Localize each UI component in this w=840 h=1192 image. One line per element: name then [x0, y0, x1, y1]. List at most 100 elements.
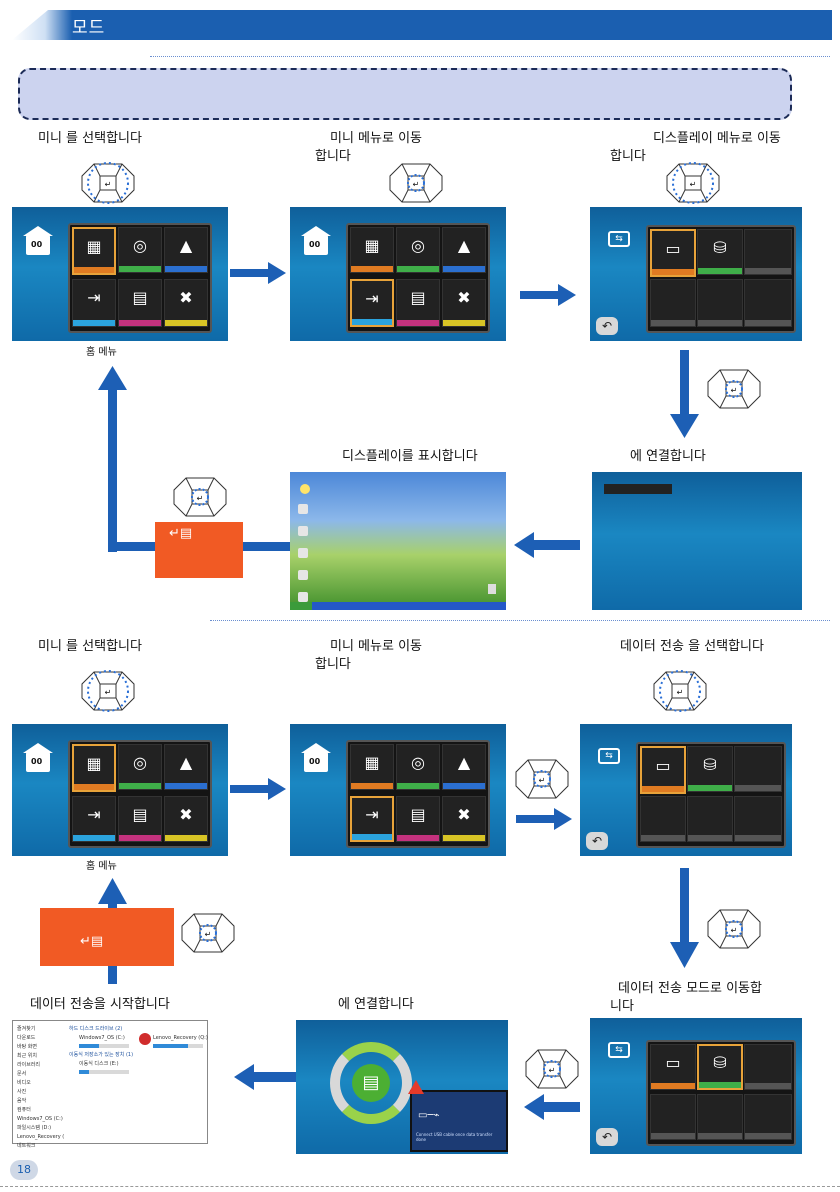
- document-tile: ▤: [396, 796, 440, 842]
- usb-grid: ▭ ⛁: [646, 225, 796, 333]
- empty-tile: [640, 796, 686, 842]
- warning-text: Connect USB cable once data transfer don…: [416, 1132, 493, 1142]
- usb-icon: ⇆: [608, 231, 630, 247]
- screenshot-usb-menu: ⇆ ▭ ⛁ ↶: [580, 724, 792, 856]
- svg-text:↵: ↵: [690, 180, 697, 189]
- drive-icon: ⛁: [713, 237, 727, 257]
- photo-tile: ▲: [164, 744, 208, 790]
- document-tile: ▤: [118, 279, 162, 327]
- document-icon: ▤: [410, 804, 426, 824]
- empty-tile: [744, 229, 792, 275]
- caption-s1-step2: 미니 메뉴로 이동: [330, 131, 422, 146]
- toolbox-tile: ✖: [442, 279, 486, 327]
- remote-dpad-icon: ↵: [706, 366, 762, 412]
- empty-tile: [650, 279, 696, 327]
- screenshot-home-menu-input: ▦ ◎ ▲ ⇥ ▤ ✖: [290, 207, 506, 341]
- drive-label[interactable]: Lenovo_Recovery (Q:): [153, 1035, 208, 1041]
- svg-text:↵: ↵: [549, 1066, 556, 1075]
- caption-s2-step6: 에 연결합니다: [338, 997, 414, 1012]
- svg-text:↵: ↵: [205, 930, 212, 939]
- photo-tile: ▲: [442, 744, 486, 790]
- page-title: 모드: [72, 18, 106, 38]
- empty-tile: [734, 796, 782, 842]
- orange-instruction-box: ↵▤: [40, 908, 174, 966]
- menu-grid: ▦ ◎ ▲ ⇥ ▤ ✖: [346, 740, 490, 848]
- screenshot-data-transfer: ▤ ▭─⌁ Connect USB cable once data transf…: [296, 1020, 508, 1154]
- film-icon: ▦: [86, 753, 102, 773]
- sidebar-item: Lenovo_Recovery (: [17, 1134, 65, 1140]
- film-icon: ▦: [86, 236, 102, 256]
- caption-s1-step3b: 합니다: [610, 149, 646, 164]
- left-arrow: [514, 532, 580, 558]
- sidebar-item: 사진: [17, 1089, 27, 1095]
- photo-icon: ▲: [179, 235, 193, 255]
- photo-icon: ▲: [179, 752, 193, 772]
- menu-grid: ▦ ◎ ▲ ⇥ ▤ ✖: [68, 223, 212, 333]
- dotted-divider: [150, 56, 830, 57]
- music-disc-icon: ◎: [411, 752, 425, 772]
- film-icon: ▦: [364, 752, 380, 772]
- drive-label[interactable]: 이동식 디스크 (E:): [79, 1061, 119, 1067]
- music-tile: ◎: [396, 227, 440, 273]
- dotted-divider: [210, 620, 830, 621]
- screenshot-usb-menu: ⇆ ▭ ⛁ ↶: [590, 207, 802, 341]
- right-arrow: [230, 778, 286, 800]
- screenshot-file-explorer: 즐겨찾기 다운로드 바탕 화면 최근 위치 라이브러리 문서 비디오 사진 음악…: [12, 1020, 208, 1149]
- right-arrow: [516, 808, 572, 830]
- caption-s1-step5: 에 연결합니다: [630, 449, 706, 464]
- sidebar-item: 즐겨찾기: [17, 1026, 36, 1032]
- monitor-icon: ▭: [665, 1052, 681, 1072]
- connector-line: [108, 966, 117, 984]
- svg-text:↵: ↵: [731, 926, 738, 935]
- music-disc-icon: ◎: [133, 235, 147, 255]
- screenshot-home-menu-input: ▦ ◎ ▲ ⇥ ▤ ✖: [290, 724, 506, 856]
- sidebar-item: 네트워크: [17, 1143, 36, 1149]
- up-arrow-connector: [98, 366, 127, 552]
- menu-grid: ▦ ◎ ▲ ⇥ ▤ ✖: [346, 223, 490, 333]
- back-icon: ↶: [586, 832, 608, 850]
- empty-tile: [734, 746, 782, 792]
- sync-document-icon: [330, 1042, 412, 1124]
- document-tile: ▤: [118, 796, 162, 842]
- photo-tile: ▲: [164, 227, 208, 273]
- film-icon: ▦: [364, 235, 380, 255]
- sidebar-item: 컴퓨터: [17, 1107, 31, 1113]
- connector-line: [243, 542, 291, 551]
- film-tile: ▦: [350, 227, 394, 273]
- film-tile: ▦: [350, 744, 394, 790]
- sidebar-item: 다운로드: [17, 1035, 36, 1041]
- return-menu-glyph: ↵▤: [80, 934, 104, 949]
- left-arrow: [234, 1064, 300, 1090]
- input-tile: ⇥: [350, 796, 394, 842]
- home-icon: [23, 226, 53, 255]
- film-tile: ▦: [72, 227, 116, 275]
- back-icon: ↶: [596, 317, 618, 335]
- music-tile: ◎: [396, 744, 440, 790]
- caption-s2-step1: 미니 를 선택합니다: [38, 639, 142, 654]
- data-transfer-tile: ⛁: [697, 1044, 743, 1090]
- taskbar: [290, 602, 506, 610]
- toolbox-icon: ✖: [179, 804, 193, 824]
- input-tile: ⇥: [72, 796, 116, 842]
- toolbox-tile: ✖: [442, 796, 486, 842]
- down-arrow: [670, 868, 699, 968]
- back-icon: ↶: [596, 1128, 618, 1146]
- photo-tile: ▲: [442, 227, 486, 273]
- explorer-sidebar: 즐겨찾기 다운로드 바탕 화면 최근 위치 라이브러리 문서 비디오 사진 음악…: [17, 1025, 65, 1151]
- input-icon: ⇥: [365, 804, 379, 824]
- film-tile: ▦: [72, 744, 116, 792]
- drive-label[interactable]: Windows7_OS (C:): [79, 1035, 125, 1041]
- remote-dpad-icon: ↵: [665, 160, 721, 206]
- note-box: [18, 68, 792, 120]
- photo-icon: ▲: [457, 235, 471, 255]
- page-number: 18: [10, 1160, 38, 1180]
- home-icon: [23, 743, 53, 772]
- svg-text:↵: ↵: [105, 180, 112, 189]
- remote-dpad-icon: ↵: [706, 906, 762, 952]
- screenshot-projector-screen: [592, 472, 802, 610]
- caption-s2-step2b: 합니다: [315, 657, 351, 672]
- document-icon: ▤: [410, 288, 426, 308]
- home-icon: [301, 226, 331, 255]
- orange-instruction-box: ↵▤: [155, 522, 243, 578]
- music-disc-icon: ◎: [133, 752, 147, 772]
